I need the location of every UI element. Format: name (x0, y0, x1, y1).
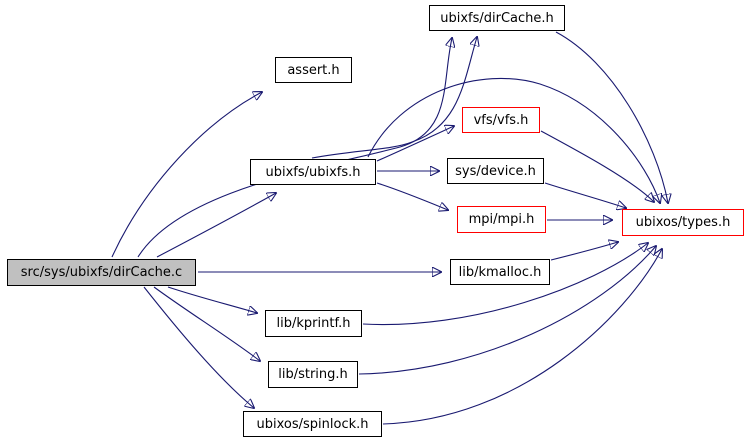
node-ubixos-types-h[interactable]: ubixos/types.h (622, 209, 744, 236)
node-vfs-vfs-h[interactable]: vfs/vfs.h (462, 107, 540, 133)
edge-main-to-kprintf (167, 286, 257, 313)
node-lib-kprintf-h[interactable]: lib/kprintf.h (265, 310, 362, 337)
edge-main-to-spinlock (143, 286, 254, 408)
edge-ubixfs-to-types (367, 77, 660, 203)
edge-ubixfs-to-vfs (376, 126, 454, 162)
edge-main-to-assert (111, 92, 262, 258)
node-assert-h[interactable]: assert.h (275, 57, 352, 83)
edge-device-to-types (544, 182, 626, 208)
node-mpi-mpi-h[interactable]: mpi/mpi.h (457, 206, 546, 233)
edge-kmalloc-to-types (550, 242, 618, 261)
node-ubixos-spinlock-h[interactable]: ubixos/spinlock.h (243, 411, 382, 437)
node-ubixfs-dircache-h[interactable]: ubixfs/dirCache.h (429, 5, 565, 31)
edge-ubixfs-to-dircache (311, 37, 477, 159)
edge-vfs-to-types (540, 130, 654, 202)
edge-kprintf-to-types (362, 243, 648, 326)
node-lib-kmalloc-h[interactable]: lib/kmalloc.h (450, 259, 550, 285)
edge-spinlock-to-types (382, 249, 662, 425)
edge-main-to-string (153, 286, 260, 361)
node-lib-string-h[interactable]: lib/string.h (268, 361, 358, 388)
edge-dircache-to-types (555, 31, 668, 203)
edge-main-to-dircache (137, 38, 452, 258)
edge-main-to-ubixfs (156, 193, 276, 258)
node-sys-device-h[interactable]: sys/device.h (447, 158, 544, 184)
node-ubixfs-ubixfs-h[interactable]: ubixfs/ubixfs.h (250, 159, 376, 185)
node-src-sys-ubixfs-dircache-c: src/sys/ubixfs/dirCache.c (7, 259, 196, 286)
edge-ubixfs-to-mpi (376, 182, 448, 210)
edge-string-to-types (358, 246, 656, 375)
